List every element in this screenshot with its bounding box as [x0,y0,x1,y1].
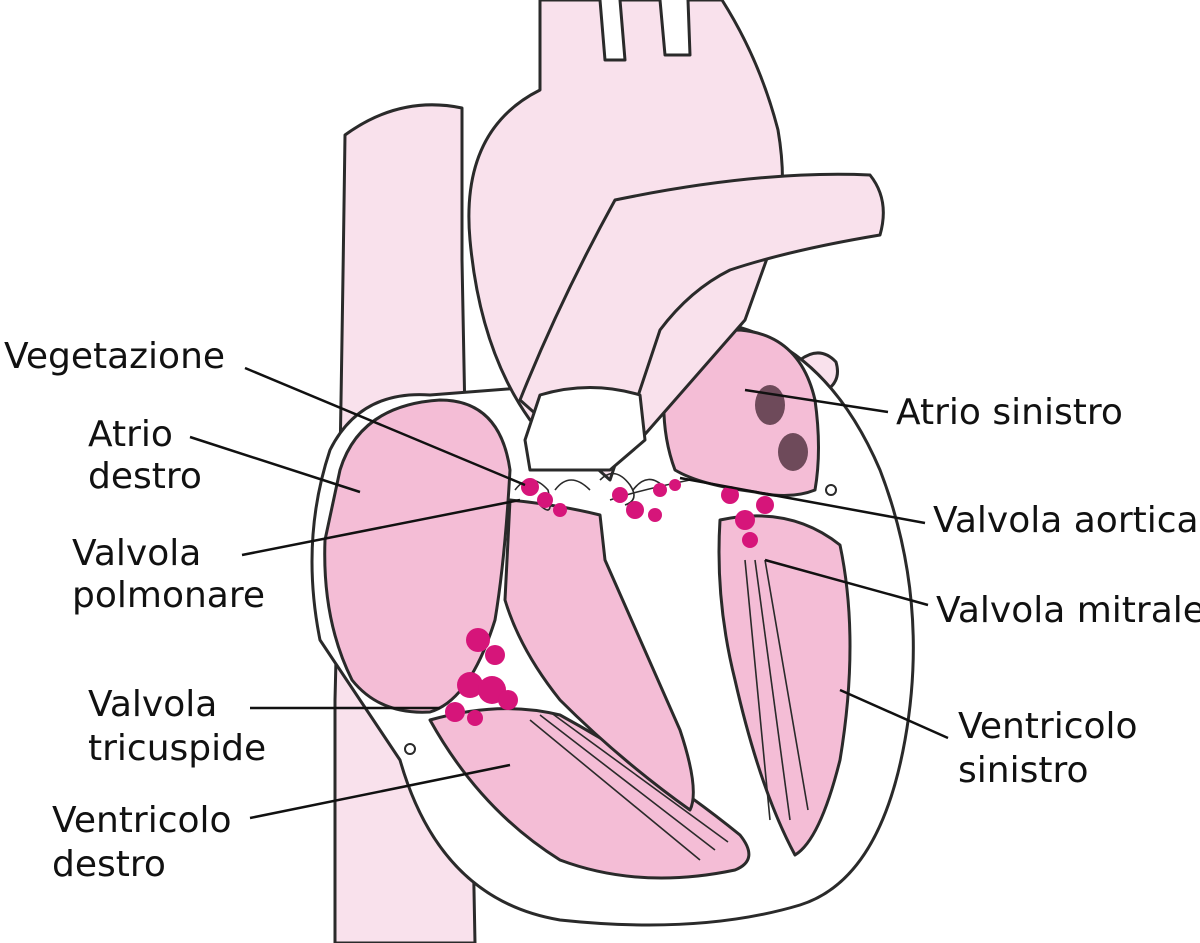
label-valvola-polmonare-line2: polmonare [72,575,265,616]
label-valvola-aortica: Valvola aortica [933,500,1199,541]
coronary-dot-right [404,743,416,755]
vegetations [445,478,774,726]
leader-vegetazione [244,366,526,487]
label-valvola-tricuspide-line1: Valvola [88,684,217,725]
leader-valvola-polmonare [241,498,521,557]
label-valvola-tricuspide-line2: tricuspide [88,728,266,769]
leader-ventricolo-sinistro [839,688,949,740]
aortic-root [523,386,647,472]
pulmonary-vein-opening-2 [778,433,808,471]
label-atrio-sinistro: Atrio sinistro [896,392,1123,433]
label-atrio-destro-line2: destro [88,456,202,497]
label-valvola-polmonare-line1: Valvola [72,533,201,574]
chordae-tendineae [529,559,809,861]
right-atrium [323,398,512,714]
label-vegetazione: Vegetazione [4,336,225,377]
label-ventricolo-sinistro-line2: sinistro [958,750,1088,791]
label-atrio-destro-line1: Atrio [88,414,173,455]
leader-atrio-destro [189,435,361,494]
label-ventricolo-sinistro-line1: Ventricolo [958,706,1138,747]
label-ventricolo-destro-line2: destro [52,844,166,885]
label-valvola-mitrale: Valvola mitrale [936,590,1200,631]
leader-ventricolo-destro [249,763,511,820]
left-ventricle [717,514,852,857]
leader-valvola-mitrale [764,558,929,607]
label-ventricolo-destro-line1: Ventricolo [52,800,232,841]
coronary-dot-left [825,484,837,496]
septal-chamber [503,498,695,812]
leader-atrio-sinistro [744,388,889,414]
leader-valvola-aortica [679,476,926,525]
